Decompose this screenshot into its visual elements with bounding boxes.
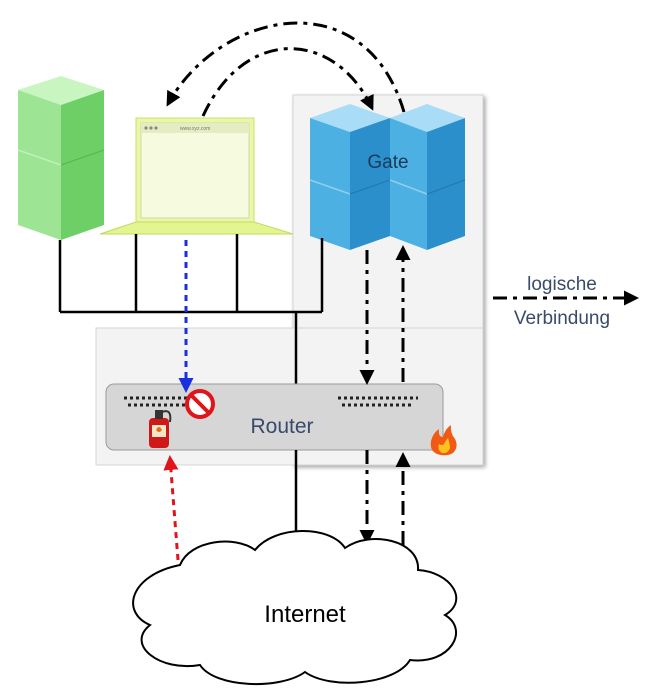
- laptop-browser-icon: www.xyz.com: [99, 117, 294, 235]
- gate-server-icon: [309, 104, 466, 250]
- router-label: Router: [250, 415, 313, 438]
- browser-url: www.xyz.com: [180, 126, 210, 132]
- internet-cloud-icon: [132, 530, 458, 686]
- legend-label-line1: logische: [527, 274, 597, 295]
- internet-label: Internet: [264, 601, 346, 628]
- lan-wiring: [58, 234, 324, 384]
- green-server-icon: [17, 76, 105, 240]
- inbound-path-arrow: [163, 455, 180, 561]
- fire-extinguisher-icon: [149, 410, 172, 448]
- arc-browser-to-gate: [201, 47, 374, 117]
- arc-gate-to-browser: [166, 21, 406, 113]
- prohibited-icon: [185, 389, 215, 419]
- fire-icon: [430, 425, 457, 456]
- legend-label-line2: Verbindung: [514, 308, 610, 329]
- gate-label: Gate: [367, 152, 408, 173]
